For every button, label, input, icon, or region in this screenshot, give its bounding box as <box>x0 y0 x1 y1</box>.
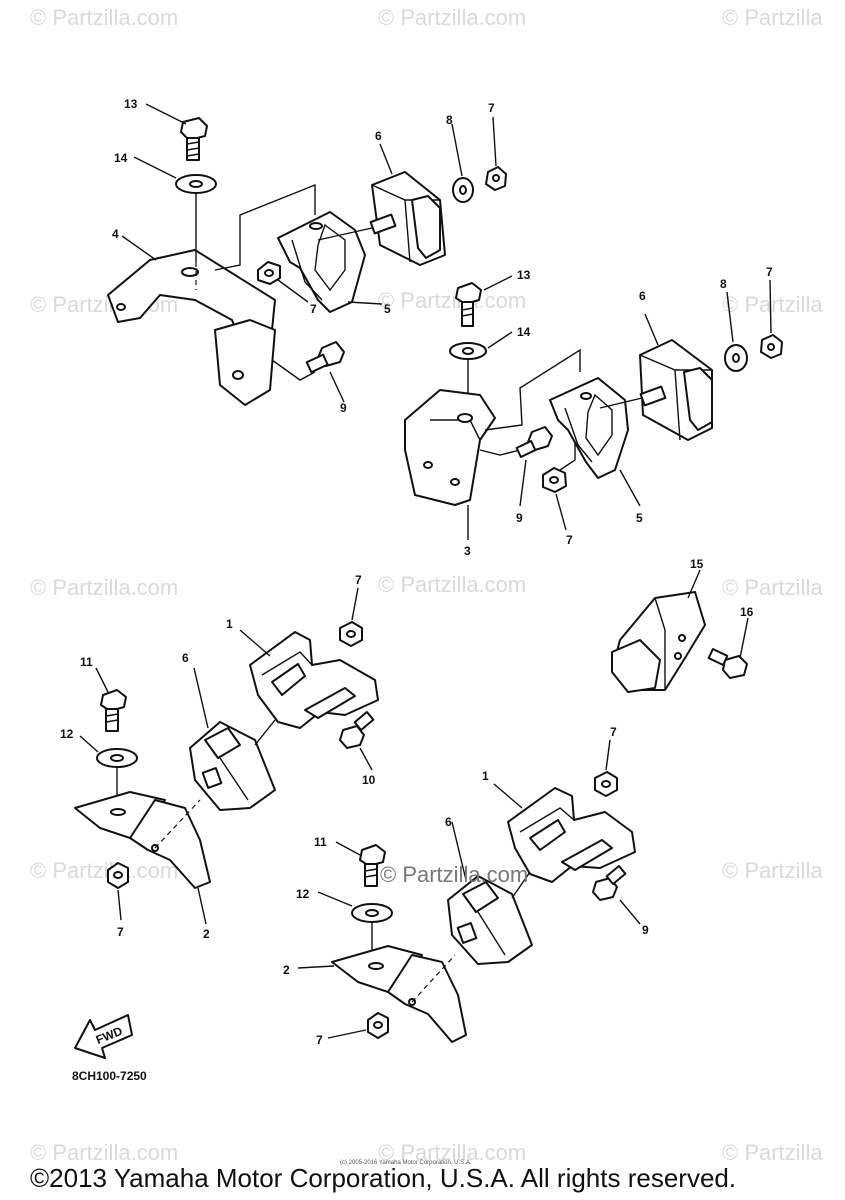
watermark: © Partzilla.com <box>30 858 179 883</box>
watermark: © Partzilla.com <box>30 575 179 600</box>
callout: 7 <box>566 533 573 547</box>
callout: 9 <box>516 511 523 525</box>
callout: 5 <box>384 302 391 316</box>
callout: 7 <box>488 101 495 115</box>
mount-5-icon <box>277 211 366 313</box>
watermark: © Partzilla.com <box>378 572 527 597</box>
diagram-code: 8CH100-7250 <box>72 1069 147 1083</box>
callout: 16 <box>740 605 754 619</box>
callout: 6 <box>182 651 189 665</box>
small-copyright: (c) 2005-2016 Yamaha Motor Corporation, … <box>340 1160 472 1166</box>
callout: 7 <box>117 925 124 939</box>
callout: 13 <box>124 97 138 111</box>
callout: 6 <box>375 129 382 143</box>
callout: 13 <box>517 268 531 282</box>
watermark: © Partzilla <box>722 292 823 317</box>
watermark: © Partzilla <box>722 575 823 600</box>
watermark: © Partzilla.com <box>378 5 527 30</box>
callout: 1 <box>482 769 489 783</box>
copyright-notice: ©2013 Yamaha Motor Corporation, U.S.A. A… <box>30 1163 737 1193</box>
callout: 5 <box>636 511 643 525</box>
watermark: © Partzilla <box>722 858 823 883</box>
assembly-top-right <box>404 275 783 540</box>
callout: 12 <box>60 727 74 741</box>
bracket-2-icon <box>74 791 211 889</box>
assembly-bottom-right <box>297 739 641 1043</box>
damper-6-icon <box>447 875 533 965</box>
damper-6-icon <box>639 339 713 441</box>
callout: 7 <box>610 725 617 739</box>
bolt-13-icon <box>455 282 482 305</box>
bracket-2-icon <box>331 945 467 1043</box>
watermark: © Partzilla.com <box>30 5 179 30</box>
bracket-4-icon <box>107 249 276 406</box>
callout: 7 <box>310 302 317 316</box>
callout: 2 <box>283 963 290 977</box>
watermark: © Partzilla.com <box>378 1140 527 1165</box>
bolt-13-icon <box>180 117 208 161</box>
watermark: © Partzilla.com <box>378 288 527 313</box>
bolt-11-icon <box>100 689 127 712</box>
watermark: © Partzilla <box>722 5 823 30</box>
callout: 1 <box>226 617 233 631</box>
bracket-1-icon <box>507 787 636 883</box>
bolt-16-icon <box>722 655 748 679</box>
callouts: 13 14 6 8 7 4 7 5 9 13 14 6 8 7 3 9 7 5 … <box>60 97 773 1047</box>
assembly-middle-left <box>74 587 379 925</box>
damper-6-icon <box>369 171 446 266</box>
damper-6-icon <box>189 721 276 811</box>
fwd-arrow-icon: FWD <box>74 1014 133 1059</box>
callout: 2 <box>203 927 210 941</box>
callout: 6 <box>445 815 452 829</box>
callout: 8 <box>446 113 453 127</box>
callout: 3 <box>464 544 471 558</box>
assembly-middle-right <box>611 569 749 693</box>
bolt-9-icon <box>305 341 345 374</box>
watermark: © Partzilla.com <box>30 1140 179 1165</box>
watermark: © Partzilla <box>722 1140 823 1165</box>
callout: 4 <box>112 227 119 241</box>
callout: 9 <box>642 923 649 937</box>
bracket-3-icon <box>404 389 496 506</box>
center-watermark: © Partzilla.com <box>380 862 529 887</box>
callout: 14 <box>517 325 531 339</box>
mount-5-icon <box>549 377 629 479</box>
callout: 15 <box>690 557 704 571</box>
callout: 11 <box>314 835 327 849</box>
damper-15-icon <box>611 591 706 693</box>
callout: 12 <box>296 887 310 901</box>
callout: 7 <box>355 573 362 587</box>
assembly-top-left <box>107 103 507 406</box>
callout: 9 <box>340 401 347 415</box>
callout: 6 <box>639 289 646 303</box>
bolt-11-icon <box>359 844 386 867</box>
callout: 14 <box>114 151 128 165</box>
callout: 11 <box>80 655 93 669</box>
callout: 8 <box>720 277 727 291</box>
callout: 7 <box>316 1033 323 1047</box>
callout: 10 <box>362 773 376 787</box>
callout: 7 <box>766 265 773 279</box>
bracket-1-icon <box>249 631 379 729</box>
